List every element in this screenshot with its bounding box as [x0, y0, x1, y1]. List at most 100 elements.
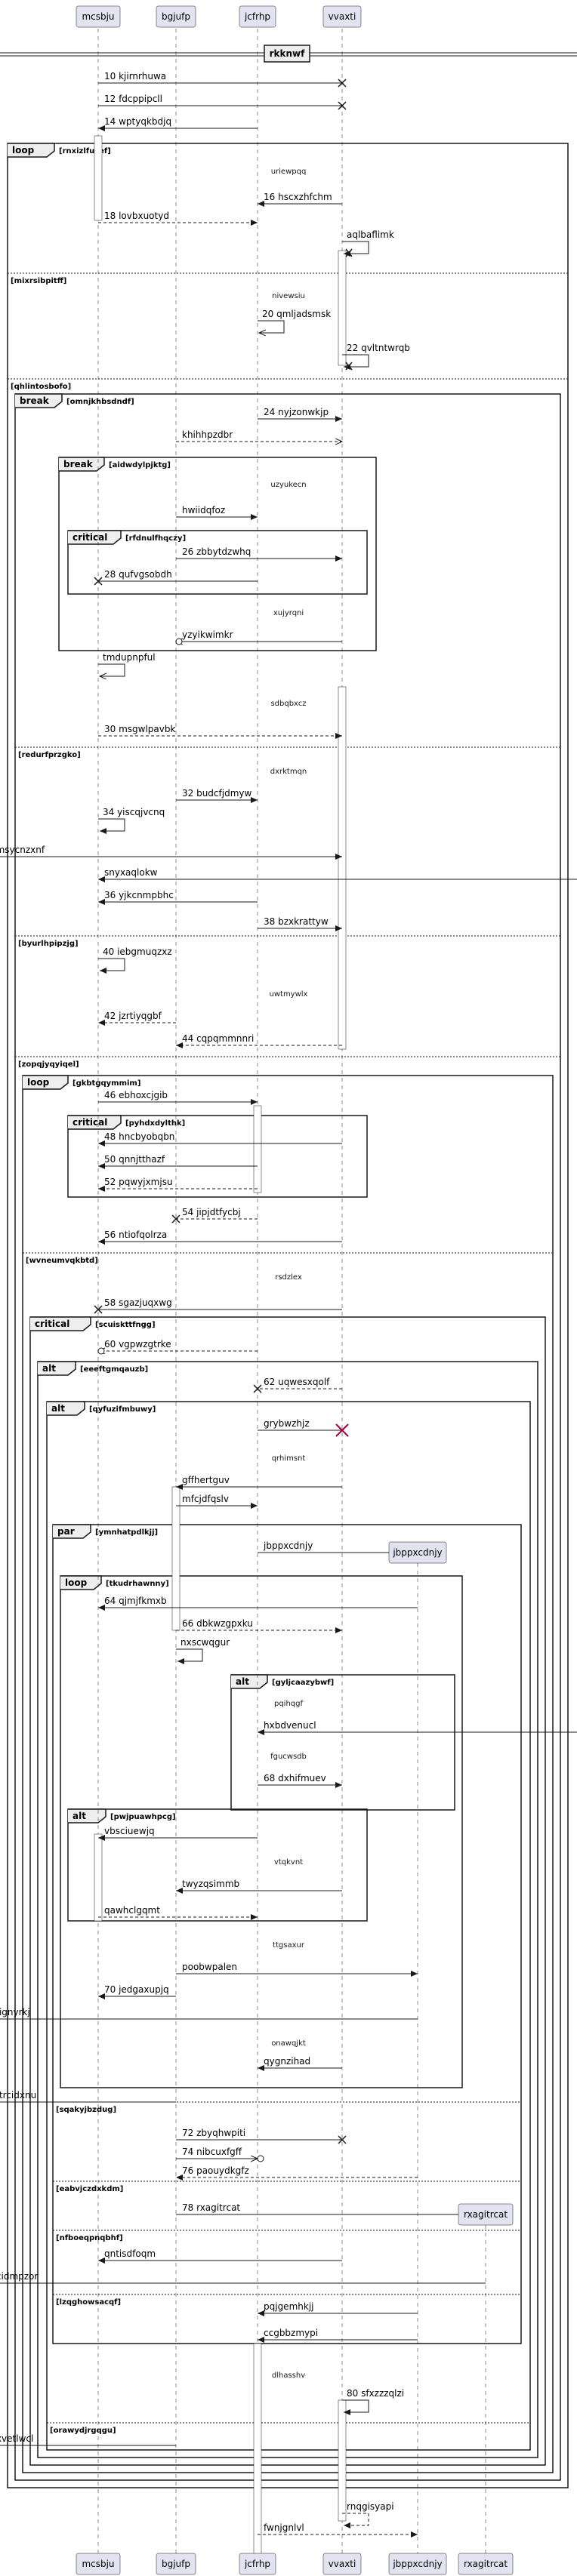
fragment-9-guard: [gkbtgqymmim]: [73, 1079, 140, 1088]
fragment-6-guard: [redurfprzgko]: [18, 751, 81, 759]
message-18-line: [98, 663, 125, 676]
participant-jbppxcdnjy-created-label: jbppxcdnjy: [392, 1547, 442, 1558]
note-43: qrhimsnt: [272, 1454, 306, 1463]
fragment-15-guard: [ymnhatpdlkjj]: [95, 1528, 158, 1537]
message-28-line: [98, 958, 125, 974]
activation-bar-0: [94, 135, 103, 221]
message-72-label: ccgbbzmypi: [264, 2328, 318, 2338]
activation-bar-2: [338, 686, 347, 1050]
divider-box: [264, 45, 310, 63]
message-1-lost-x: [338, 101, 347, 110]
fragment-3-guard: [omnjkhbsdndf]: [66, 398, 134, 406]
note-50: pqihqgf: [274, 1700, 304, 1708]
message-65-label: 72 zbyqhwpiti: [182, 2128, 245, 2138]
fragment-3-kind: break: [20, 395, 50, 406]
participant-bgjufp-bottom-box: [156, 2553, 196, 2575]
activation-bar-7: [338, 2399, 347, 2522]
message-66-label: 74 nibcuxfgff: [182, 2147, 242, 2157]
fragment-17-kind: alt: [236, 1676, 249, 1687]
message-66-end-circle: [257, 2155, 264, 2162]
message-26-label: 36 yjkcnmpbhc: [104, 890, 174, 900]
activation-bar-4: [171, 1486, 181, 1631]
message-57-label: qawhclgqmt: [104, 1905, 160, 1916]
fragment-9-frame: [22, 1075, 554, 2473]
message-24-label: cmsycnzxnf: [0, 845, 45, 855]
message-9-lost-x: [345, 362, 353, 371]
message-46-label: jbppxcdnjy: [263, 1540, 313, 1551]
participant-bgjufp-top-label: bgjufp: [162, 11, 190, 22]
participants-layer: mcsbjumcsbjubgjufpbgjufpjcfrhpjcfrhpvvax…: [76, 5, 514, 2575]
message-23-label: 34 yiscqjvcnq: [103, 807, 165, 817]
message-0-label: 10 kjirnrhuwa: [104, 71, 166, 82]
message-6-line: [342, 241, 369, 257]
message-6-lost-x: [345, 248, 353, 257]
fragment-5-frame: [67, 530, 368, 595]
activation-bar-3: [253, 1105, 262, 1193]
message-9-line: [342, 354, 369, 370]
message-15-lost-x: [94, 577, 103, 586]
message-70-label: xcidmpzor: [0, 2271, 38, 2282]
participant-rxagitrcat-bottom-box: [458, 2553, 514, 2575]
fragment-4-kind: break: [63, 459, 94, 469]
fragment-16-tab: [60, 1575, 102, 1590]
participant-jcfrhp-top-label: jcfrhp: [244, 11, 270, 22]
message-31-label: 44 cqpqmmnnri: [182, 1033, 254, 1044]
divider-label: rkknwf: [270, 48, 306, 59]
fragment-3-tab: [15, 393, 63, 408]
fragment-7-guard: [byurlhpipzjg]: [18, 940, 79, 948]
message-39-lost-x: [94, 1305, 103, 1314]
message-63-label: qygnzihad: [264, 2056, 310, 2067]
participant-vvaxti-top-label: vvaxti: [329, 11, 356, 22]
fragment-15-tab: [53, 1524, 91, 1539]
participant-rxagitrcat-created-box: [458, 2203, 514, 2226]
message-0-lost-x: [338, 78, 347, 88]
fragment-18-kind: alt: [73, 1811, 86, 1821]
message-54-label: vbsciuewjq: [104, 1826, 155, 1836]
note-73: dlhasshv: [272, 2371, 305, 2380]
message-60-label: 70 jedgaxupjq: [104, 1984, 169, 1995]
message-22-label: 32 budcfjdmyw: [182, 788, 251, 799]
fragment-13-guard: [eeeftgmqauzb]: [80, 1365, 148, 1374]
fragment-14-tab: [47, 1401, 85, 1416]
message-76-line: [342, 2513, 369, 2528]
message-53-label: 68 dxhifmuev: [264, 1773, 326, 1784]
participant-jcfrhp-bottom-label: jcfrhp: [244, 2559, 270, 2569]
fragment-18-tab: [68, 1808, 106, 1824]
message-47-label: 64 qjmjfkmxb: [104, 1596, 167, 1606]
message-44-label: gffhertguv: [182, 1475, 230, 1485]
message-10-label: 24 nyjzonwkjp: [264, 407, 329, 417]
participant-jbppxcdnjy-created-box: [388, 1541, 447, 1564]
message-17-end-circle: [175, 638, 183, 645]
note-62: onawqjkt: [271, 2039, 306, 2048]
participant-mcsbju-bottom-label: mcsbju: [82, 2559, 114, 2569]
note-21: dxrktmqn: [270, 768, 307, 776]
participant-mcsbju-top-label: mcsbju: [82, 11, 114, 22]
message-41-lost-x: [253, 1384, 262, 1393]
note-7: nivewsiu: [272, 292, 305, 300]
fragment-13-tab: [38, 1361, 76, 1376]
fragment-9-kind: loop: [27, 1077, 50, 1088]
fragment-17-frame: [230, 1674, 455, 1811]
message-6-label: aqlbaflimk: [347, 229, 394, 240]
message-9-label: 22 qvltntwrqb: [347, 343, 410, 353]
message-64-label: lhtrcidxnu: [0, 2090, 36, 2101]
lifelines-layer: [97, 29, 486, 2554]
fragment-22-guard: [lzqghowsacqf]: [56, 2298, 121, 2307]
message-15-label: 28 qufvgsobdh: [104, 569, 172, 580]
fragment-10-frame: [67, 1115, 368, 1198]
message-76-label: rnqgisyapi: [347, 2501, 394, 2512]
participant-mcsbju-top-box: [76, 5, 121, 28]
note-12: uzyukecn: [270, 481, 306, 489]
message-74-line: [342, 2399, 369, 2415]
fragment-15-kind: par: [57, 1526, 75, 1537]
message-30-label: 42 jzrtiyqgbf: [104, 1011, 162, 1021]
message-34-label: 50 qnnjtthazf: [104, 1154, 165, 1165]
fragment-14-kind: alt: [51, 1403, 65, 1414]
fragment-5-guard: [rfdnulfhqczy]: [125, 534, 186, 543]
activation-bar-5: [94, 1833, 103, 1922]
note-19: sdbqbxcz: [270, 700, 306, 708]
fragments-layer: rkknwfloop[rnxizlfucef][mixrsibpitff][qh…: [0, 45, 577, 2488]
message-33-label: 48 hncbyobqbn: [104, 1131, 174, 1142]
fragment-11-guard: [wvneumvqkbtd]: [26, 1257, 98, 1265]
